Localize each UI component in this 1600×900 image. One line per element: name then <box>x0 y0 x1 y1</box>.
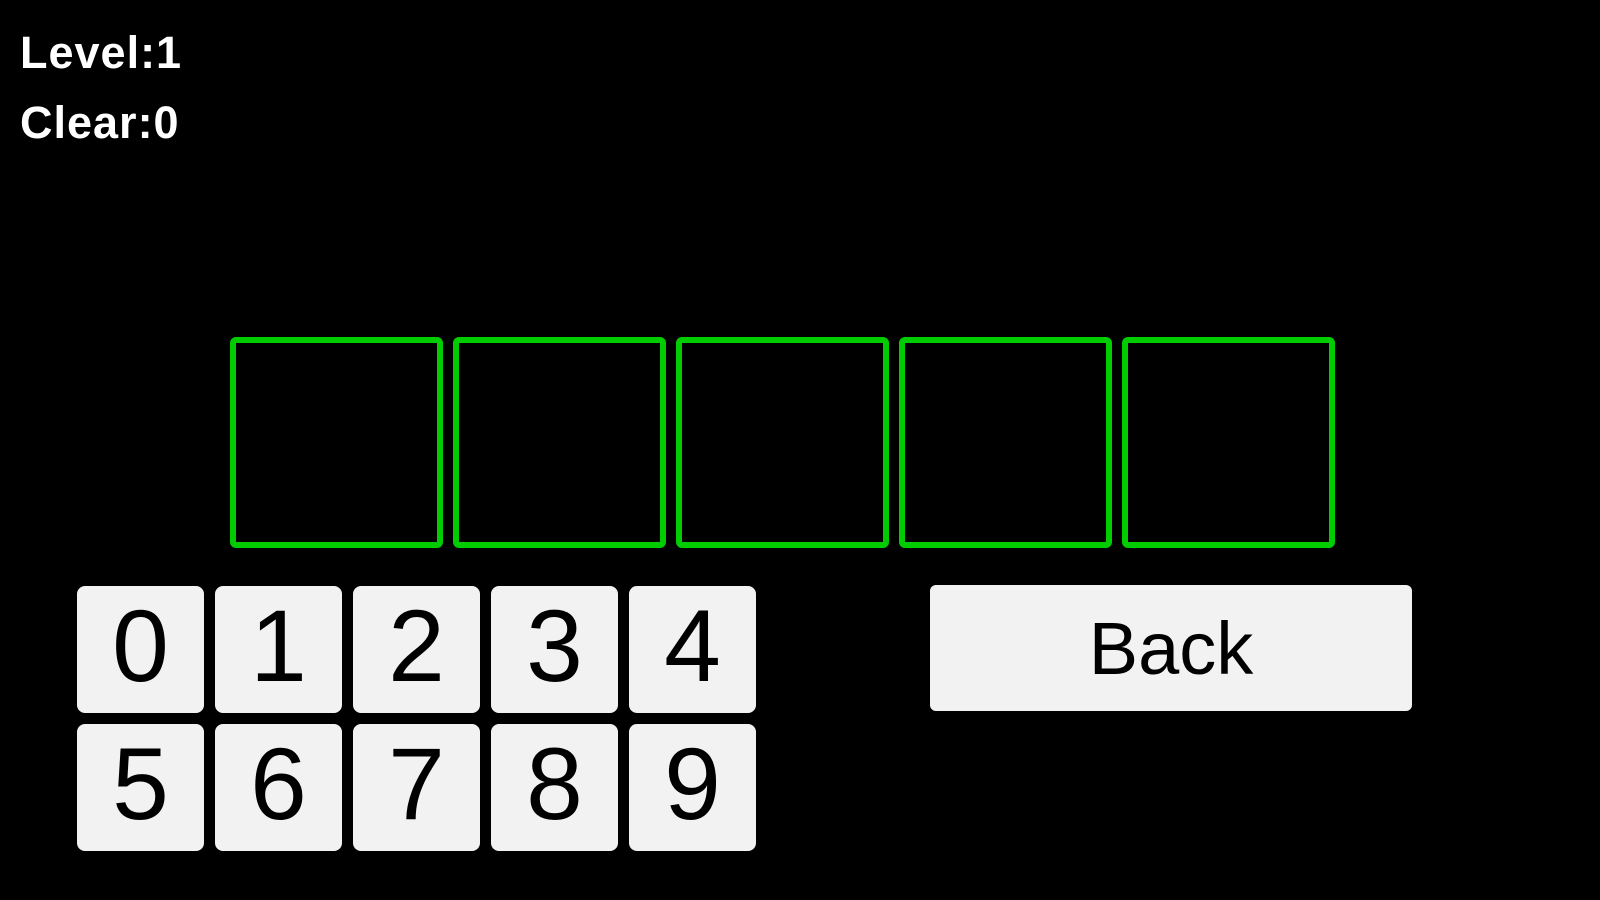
key-3-button[interactable]: 3 <box>491 586 618 713</box>
back-button[interactable]: Back <box>930 585 1412 711</box>
answer-slot <box>899 337 1112 548</box>
answer-slot <box>453 337 666 548</box>
keypad-row-bottom: 5 6 7 8 9 <box>77 724 756 851</box>
key-4-button[interactable]: 4 <box>629 586 756 713</box>
answer-slot <box>676 337 889 548</box>
clear-indicator: Clear:0 <box>20 96 180 148</box>
key-0-button[interactable]: 0 <box>77 586 204 713</box>
answer-slot <box>1122 337 1335 548</box>
level-indicator: Level:1 <box>20 27 183 78</box>
key-8-button[interactable]: 8 <box>491 724 618 851</box>
key-2-button[interactable]: 2 <box>353 586 480 713</box>
hud: Level:1 Clear:0 <box>20 18 182 158</box>
key-1-button[interactable]: 1 <box>215 586 342 713</box>
answer-slot <box>230 337 443 548</box>
key-6-button[interactable]: 6 <box>215 724 342 851</box>
number-keypad: 0 1 2 3 4 5 6 7 8 9 <box>77 586 756 862</box>
key-9-button[interactable]: 9 <box>629 724 756 851</box>
key-7-button[interactable]: 7 <box>353 724 480 851</box>
keypad-row-top: 0 1 2 3 4 <box>77 586 756 713</box>
answer-slot-row <box>230 337 1335 548</box>
key-5-button[interactable]: 5 <box>77 724 204 851</box>
